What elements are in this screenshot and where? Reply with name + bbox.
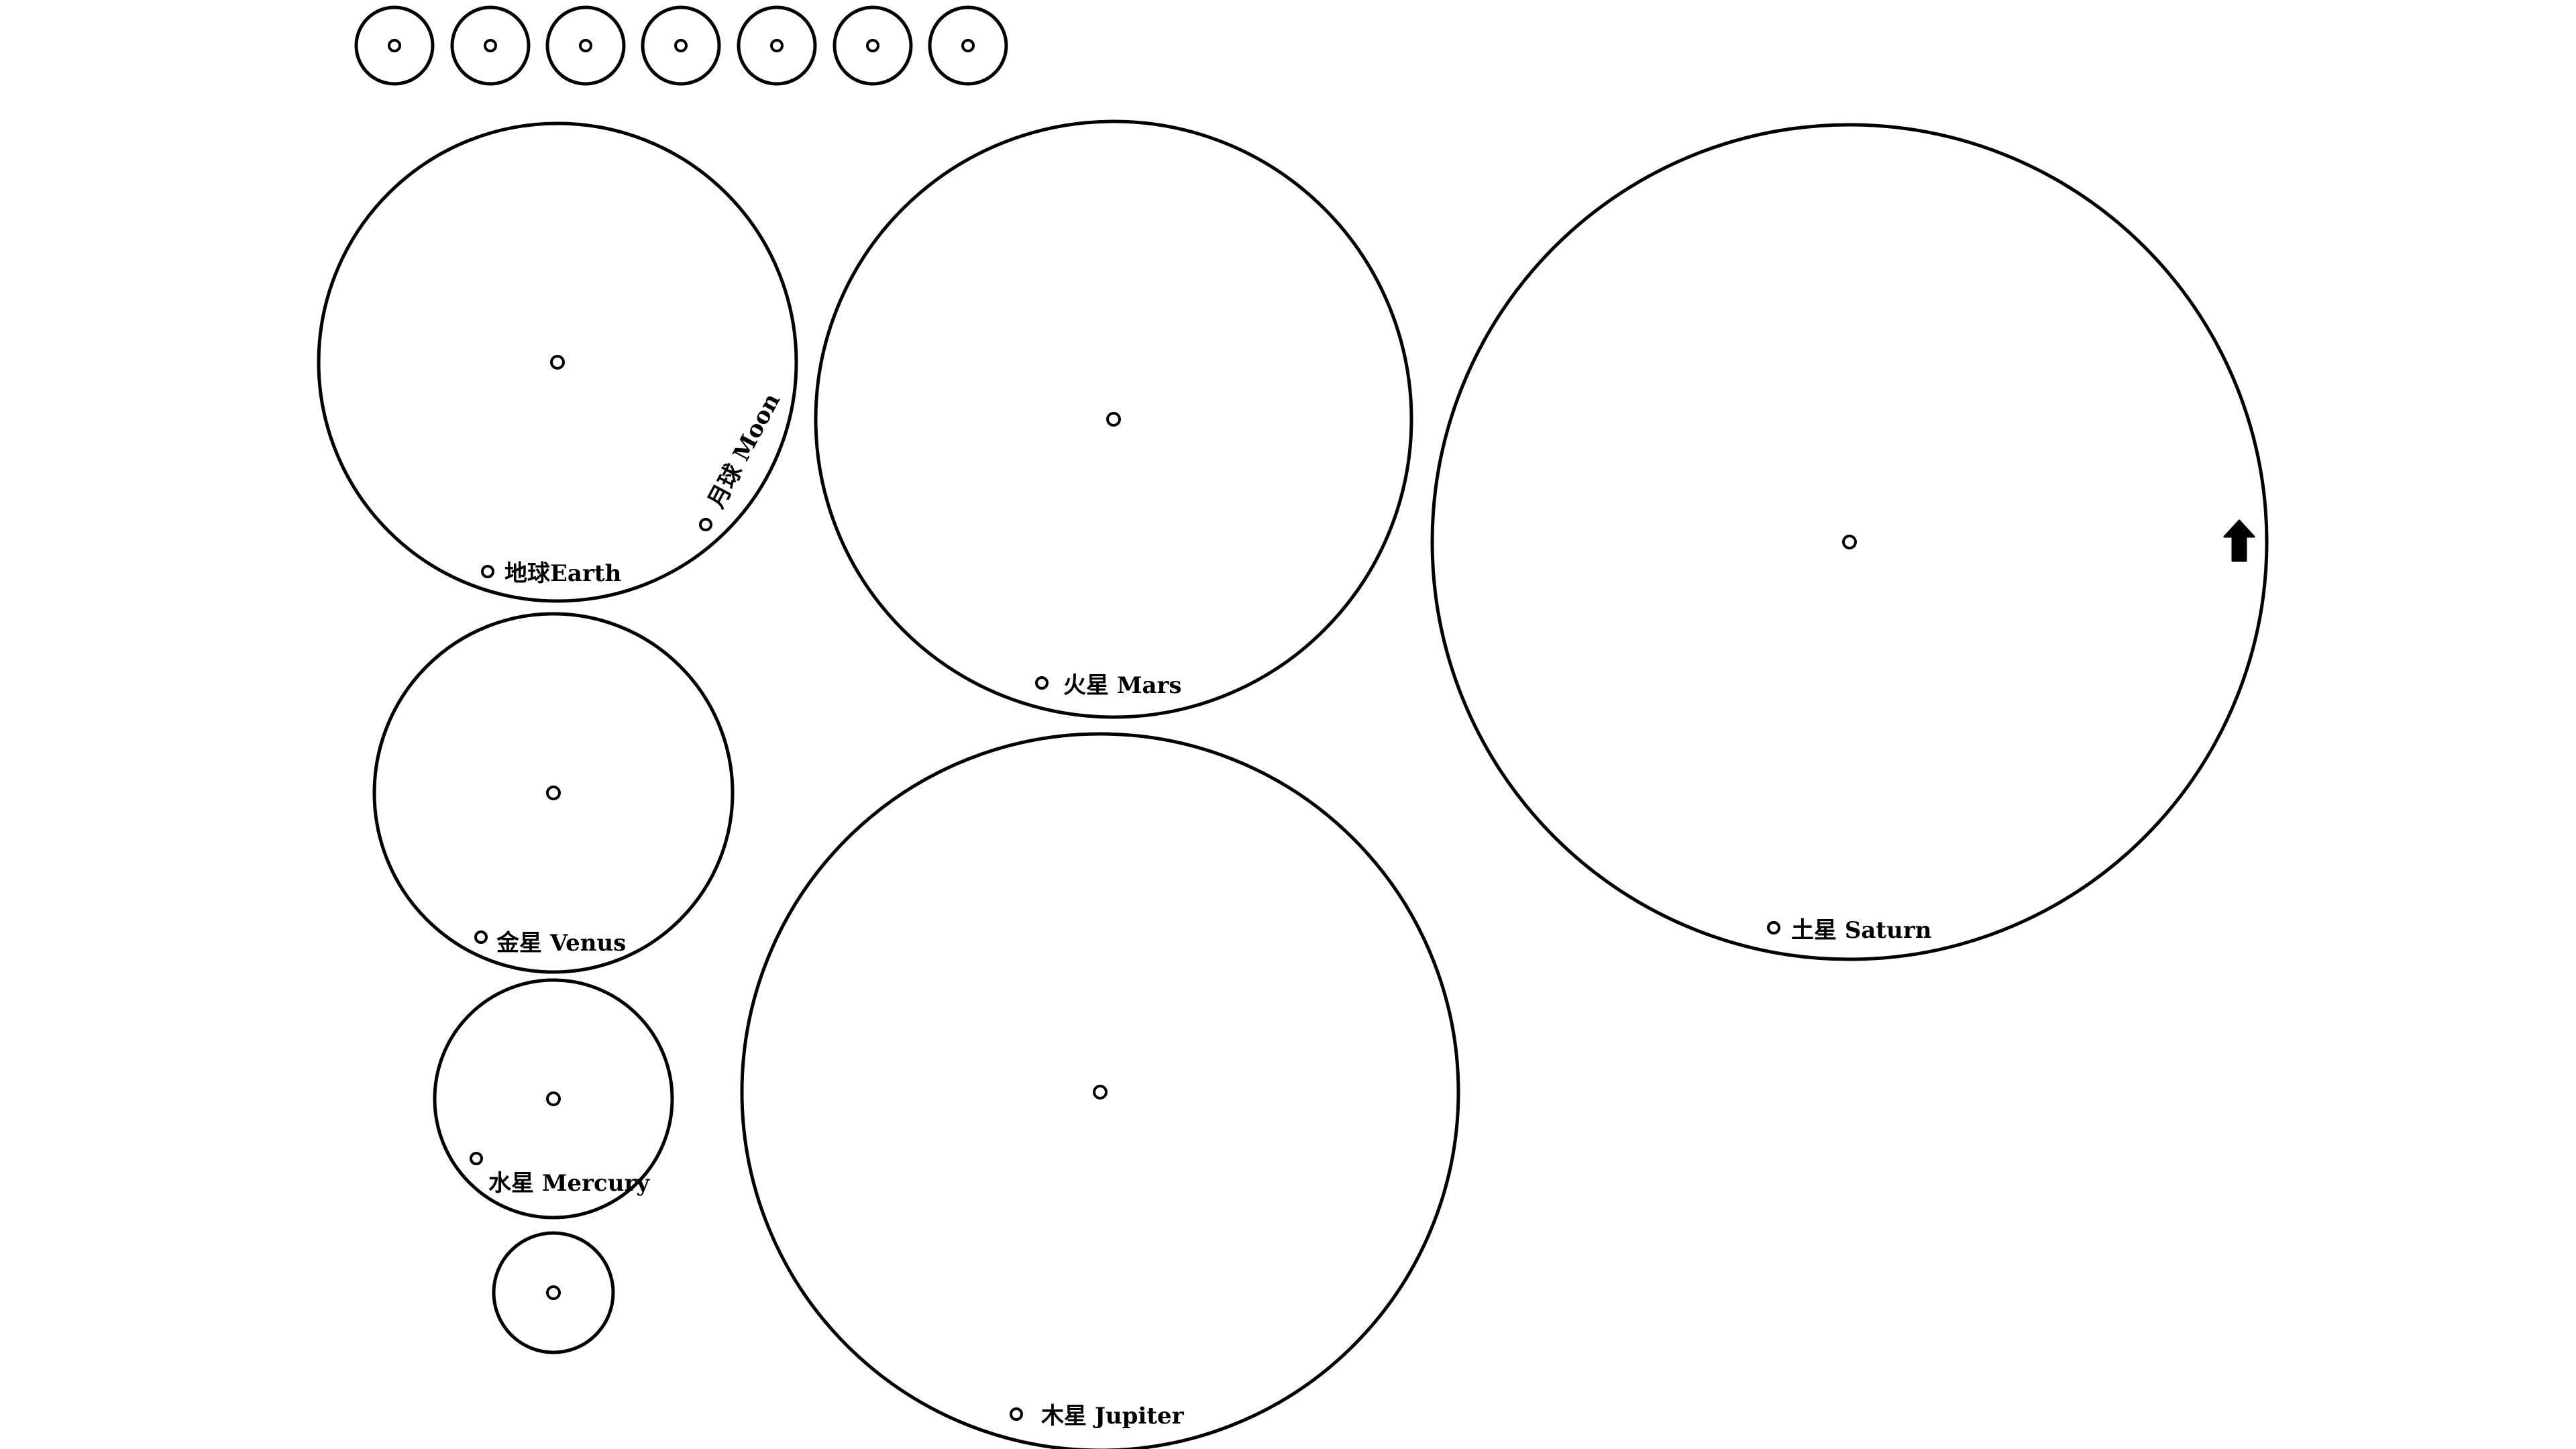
jupiter-pin — [1010, 1407, 1023, 1421]
venus-label: 金星 Venus — [496, 930, 626, 957]
earth-pin — [481, 565, 494, 578]
venus-wheel: 金星 Venus — [372, 612, 735, 974]
earth-center-pin — [550, 355, 565, 370]
small-wheel-3 — [545, 5, 626, 86]
small-wheel-row — [354, 5, 1008, 86]
small-wheel-1 — [354, 5, 435, 86]
small-wheel-2 — [450, 5, 531, 86]
small-wheel-6 — [833, 5, 913, 86]
jupiter-label: 木星 Jupiter — [1040, 1403, 1185, 1430]
jupiter-center-pin — [1093, 1085, 1108, 1099]
earth-label: 地球Earth — [504, 560, 621, 587]
mercury-wheel: 水星 Mercury — [433, 978, 674, 1220]
moon-pin — [699, 518, 712, 531]
mercury-pin — [470, 1152, 483, 1165]
venus-pin — [474, 930, 488, 944]
small-wheel-7 — [928, 5, 1008, 86]
venus-center-pin — [546, 786, 561, 800]
saturn-label: 土星 Saturn — [1791, 917, 1931, 944]
mars-pin — [1035, 676, 1049, 690]
small-wheel-4 — [641, 5, 721, 86]
jupiter-wheel: 木星 Jupiter — [740, 732, 1460, 1449]
small-wheel-bottom — [492, 1231, 615, 1354]
moon-label: 月球 Moon — [703, 389, 786, 513]
up-arrow-icon — [2223, 519, 2255, 562]
earth-wheel: 地球Earth 月球 Moon — [317, 121, 798, 603]
mars-center-pin — [1106, 412, 1121, 427]
mars-label: 火星 Mars — [1063, 672, 1182, 699]
saturn-center-pin — [1842, 535, 1857, 549]
mars-wheel: 火星 Mars — [814, 119, 1413, 719]
mercury-label: 水星 Mercury — [488, 1170, 650, 1197]
small-wheel-5 — [737, 5, 817, 86]
mercury-center-pin — [546, 1091, 561, 1106]
saturn-wheel: 土星 Saturn — [1430, 123, 2269, 961]
saturn-pin — [1767, 921, 1780, 934]
